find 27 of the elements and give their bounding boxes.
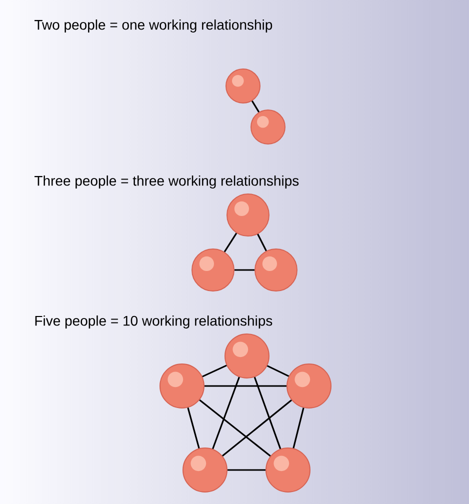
person-circle [226,68,260,104]
connecting-line [199,399,271,457]
connecting-line [212,376,240,450]
connecting-line [234,269,254,271]
connecting-line [224,232,238,252]
person-circle [286,364,332,408]
person-circle [250,110,286,144]
person-circle [192,248,234,292]
connecting-line [204,385,286,387]
person-circle [182,448,228,492]
connecting-line [292,408,304,448]
heading: Two people = one working relationship [34,19,272,33]
connecting-line [187,407,200,449]
connecting-line [266,365,290,377]
person-circle [160,364,204,408]
connecting-line [257,234,267,252]
connecting-line [228,469,266,471]
heading: Five people = 10 working relationships [35,315,272,329]
person-circle [254,248,298,292]
person-circle [226,194,270,236]
connecting-line [202,364,227,378]
person-circle [266,448,310,492]
connecting-line [222,400,292,456]
person-circle [224,334,270,378]
connecting-line [251,100,260,112]
heading: Three people = three working relationships [34,175,299,189]
connecting-line [254,376,282,450]
